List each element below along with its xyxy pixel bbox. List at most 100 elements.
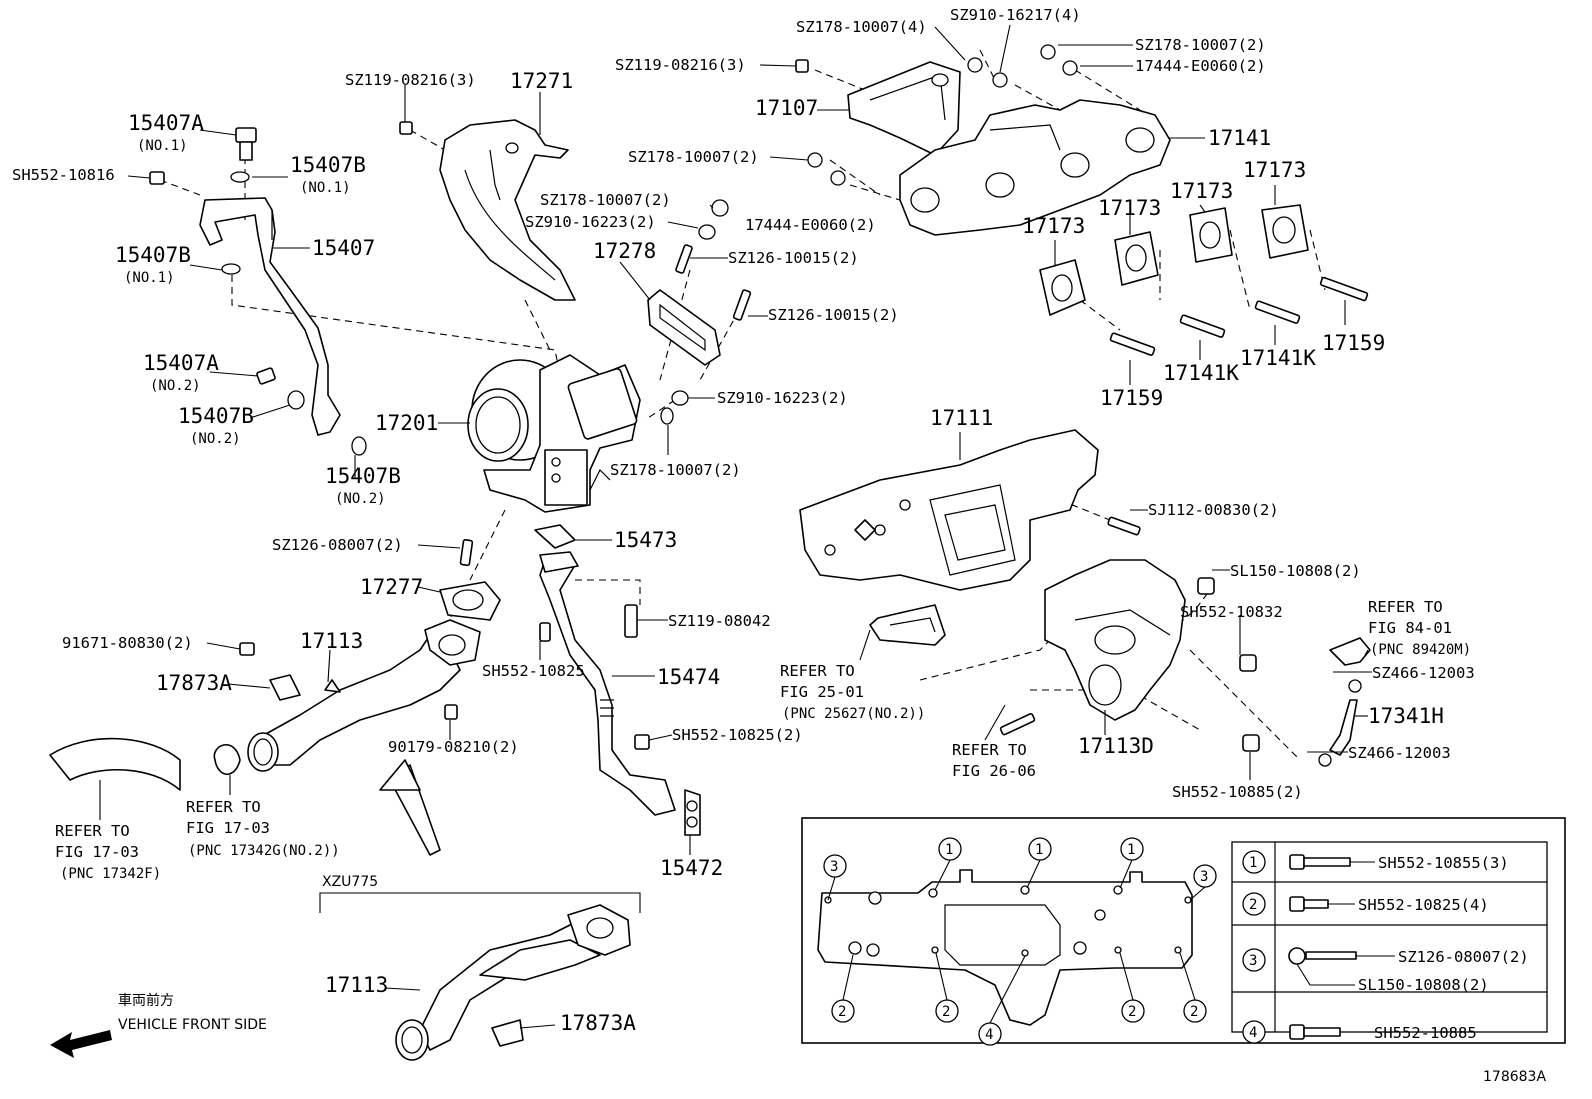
hoses-reference — [49, 737, 441, 856]
stud-nut-icon — [1288, 947, 1395, 986]
label-sz910-16223-b: SZ910-16223(2) — [717, 389, 848, 407]
callout-1b: 1 — [1035, 842, 1043, 858]
label-17444-b: 17444-E0060(2) — [745, 216, 876, 234]
legend-num-2: 2 — [1249, 897, 1257, 913]
turbocharger-17201 — [467, 354, 641, 513]
label-17141K-b: 17141K — [1240, 346, 1316, 370]
label-15407B-no2b-sub: (NO.2) — [335, 491, 386, 507]
label-sz178-10007-2c: SZ178-10007(2) — [540, 191, 671, 209]
label-sz126-10015-a: SZ126-10015(2) — [728, 249, 859, 267]
label-sl150-a: SL150-10808(2) — [1230, 562, 1361, 580]
label-15407B-no2b: 15407B — [325, 464, 401, 488]
pipe-15474 — [534, 524, 701, 836]
legend-row-2: 2 SH552-10825(4) — [1242, 892, 1489, 916]
label-refer-1703b-3: (PNC 17342G(NO.2)) — [188, 843, 340, 859]
label-sz178-10007-2d: SZ178-10007(2) — [610, 461, 741, 479]
callout-2a: 2 — [838, 1004, 846, 1020]
gasket-17278 — [647, 199, 752, 425]
legend-part-3b: SL150-10808(2) — [1358, 976, 1489, 994]
label-15473: 15473 — [614, 528, 677, 552]
elbow-17113 — [213, 619, 481, 776]
front-label-en: VEHICLE FRONT SIDE — [118, 1017, 267, 1033]
leader-lines — [99, 24, 1372, 1029]
label-sz178-10007-2a: SZ178-10007(2) — [1135, 36, 1266, 54]
inset-callouts: 3 1 1 1 3 2 2 2 2 4 — [823, 837, 1217, 1046]
label-refer-1703a-1: REFER TO — [55, 822, 130, 840]
legend-part-4: SH552-10885 — [1374, 1024, 1477, 1042]
inset-box: 3 1 1 1 3 2 2 2 2 4 — [801, 817, 1566, 1046]
label-sz119-08216-b: SZ119-08216(3) — [615, 56, 746, 74]
label-sz119-08042: SZ119-08042 — [668, 612, 771, 630]
label-15407B-no1a: 15407B — [290, 153, 366, 177]
callout-3b: 3 — [1200, 869, 1208, 885]
label-17141K-a: 17141K — [1163, 361, 1239, 385]
label-refer-25-2: FIG 25-01 — [780, 683, 864, 701]
label-refer-1703a-2: FIG 17-03 — [55, 843, 139, 861]
legend-num-3: 3 — [1249, 953, 1257, 969]
vehicle-front-arrow-icon — [50, 1030, 112, 1058]
callout-4: 4 — [985, 1027, 993, 1043]
label-17159-a: 17159 — [1100, 386, 1163, 410]
label-refer-26-1: REFER TO — [952, 741, 1027, 759]
label-sh552-10825-a: SH552-10825 — [482, 662, 585, 680]
label-15472: 15472 — [660, 856, 723, 880]
label-17113-b: 17113 — [325, 973, 388, 997]
callout-2d: 2 — [1190, 1004, 1198, 1020]
gasket-17277 — [439, 539, 501, 621]
label-15474: 15474 — [657, 665, 720, 689]
label-17107: 17107 — [755, 96, 818, 120]
label-sh552-10832: SH552-10832 — [1180, 603, 1283, 621]
label-17278: 17278 — [593, 239, 656, 263]
legend-num-1: 1 — [1249, 855, 1257, 871]
label-refer-84-1: REFER TO — [1368, 598, 1443, 616]
label-refer-84-3: (PNC 89420M) — [1370, 642, 1471, 658]
label-15407A-no1: 15407A — [128, 111, 204, 135]
intake-manifold-17111 — [799, 429, 1141, 591]
label-17141: 17141 — [1208, 126, 1271, 150]
label-15407A-no2: 15407A — [143, 351, 219, 375]
label-sz910-16223-a: SZ910-16223(2) — [525, 213, 656, 231]
label-90179: 90179-08210(2) — [388, 738, 519, 756]
label-sz119-08216-a: SZ119-08216(3) — [345, 71, 476, 89]
legend-num-4: 4 — [1249, 1025, 1257, 1041]
callout-1a: 1 — [945, 842, 953, 858]
hose-17341H — [1318, 637, 1371, 767]
label-refer-25-1: REFER TO — [780, 662, 855, 680]
label-17201: 17201 — [375, 411, 438, 435]
label-15407A-no1-sub: (NO.1) — [137, 138, 188, 154]
oil-pipe-15407 — [149, 127, 367, 456]
legend-part-3a: SZ126-08007(2) — [1398, 948, 1529, 966]
label-17173-d: 17173 — [1243, 158, 1306, 182]
label-15407: 15407 — [312, 236, 375, 260]
gaskets-17173 — [1039, 204, 1369, 356]
label-15407B-no2a: 15407B — [178, 404, 254, 428]
label-17113D: 17113D — [1078, 734, 1154, 758]
callout-3a: 3 — [830, 859, 838, 875]
label-15407B-no2a-sub: (NO.2) — [190, 431, 241, 447]
label-17173-b: 17173 — [1098, 196, 1161, 220]
label-17159-b: 17159 — [1322, 331, 1385, 355]
label-17173-c: 17173 — [1170, 179, 1233, 203]
egr-valve-17113D — [869, 559, 1260, 752]
legend-row-3: 3 SZ126-08007(2) SL150-10808(2) — [1242, 947, 1529, 994]
label-15407B-no1b-sub: (NO.1) — [124, 270, 175, 286]
label-sz178-10007-2b: SZ178-10007(2) — [628, 148, 759, 166]
legend-row-4: 4 SH552-10885 — [1242, 1020, 1477, 1044]
bolt-long-icon — [1289, 854, 1375, 870]
label-17277: 17277 — [360, 575, 423, 599]
front-label-jp: 車両前方 — [118, 992, 174, 1009]
label-sj112: SJ112-00830(2) — [1148, 501, 1279, 519]
label-sh552-10816: SH552-10816 — [12, 166, 115, 184]
label-refer-1703b-2: FIG 17-03 — [186, 819, 270, 837]
label-15407A-no2-sub: (NO.2) — [150, 378, 201, 394]
label-sz466-a: SZ466-12003 — [1372, 664, 1475, 682]
exhaust-manifold-17141 — [899, 99, 1171, 236]
label-15407B-no1a-sub: (NO.1) — [300, 180, 351, 196]
label-sz466-b: SZ466-12003 — [1348, 744, 1451, 762]
callout-2c: 2 — [1128, 1004, 1136, 1020]
label-sz126-10015-b: SZ126-10015(2) — [768, 306, 899, 324]
label-17444-a: 17444-E0060(2) — [1135, 57, 1266, 75]
label-17173-a: 17173 — [1022, 214, 1085, 238]
label-refer-1703a-3: (PNC 17342F) — [60, 866, 161, 882]
